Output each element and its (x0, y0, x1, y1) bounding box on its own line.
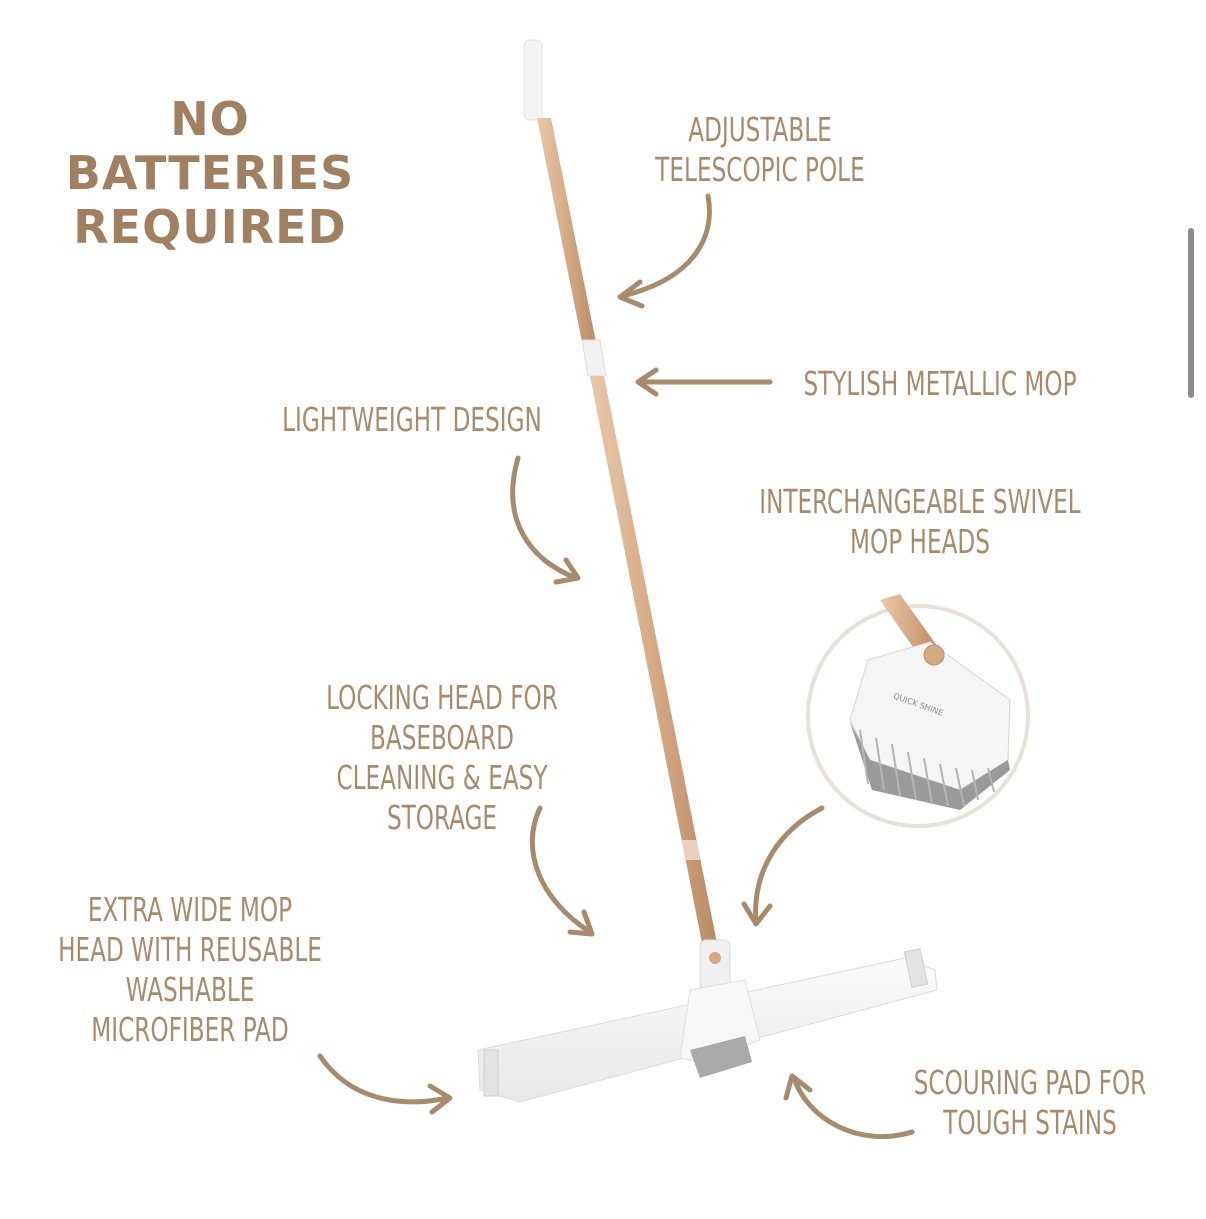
callout-locking-head: LOCKING HEAD FOR BASEBOARD CLEANING & EA… (309, 678, 574, 838)
headline-line: BATTERIES (65, 146, 355, 200)
headline-line: REQUIRED (73, 200, 347, 254)
callout-metallic-mop: STYLISH METALLIC MOP (788, 364, 1092, 404)
callout-line: SCOURING PAD FOR (913, 1063, 1147, 1102)
callout-lightweight: LIGHTWEIGHT DESIGN (264, 400, 560, 440)
arrow-wide (317, 1053, 451, 1105)
callout-line: CLEANING & EASY (336, 758, 548, 797)
no-batteries-headline: NO BATTERIES REQUIRED (40, 92, 380, 254)
callout-line: LIGHTWEIGHT DESIGN (282, 400, 542, 439)
callout-line: INTERCHANGEABLE SWIVEL (759, 482, 1081, 521)
callout-arrows (317, 193, 915, 1139)
headline-line: NO (170, 92, 250, 146)
scrollbar[interactable] (1188, 228, 1194, 398)
callout-swivel-heads: INTERCHANGEABLE SWIVEL MOP HEADS (748, 482, 1091, 562)
arrow-scouring (791, 1075, 915, 1139)
swivel-joint (699, 939, 731, 991)
callout-line: LOCKING HEAD FOR (326, 678, 558, 717)
callout-line: STORAGE (386, 798, 498, 837)
callout-scouring-pad: SCOURING PAD FOR TOUGH STAINS (897, 1063, 1162, 1143)
callout-line: BASEBOARD (369, 718, 515, 757)
callout-telescopic-pole: ADJUSTABLE TELESCOPIC POLE (635, 110, 885, 190)
arrow-lightweight (510, 455, 579, 581)
callout-line: ADJUSTABLE (688, 110, 832, 149)
callout-wide-mop-head: EXTRA WIDE MOP HEAD WITH REUSABLE WASHAB… (42, 890, 338, 1050)
callout-line: MOP HEADS (850, 522, 990, 561)
brush-head-inset (806, 594, 1030, 828)
callout-line: TELESCOPIC POLE (655, 150, 865, 189)
microfiber-mop-pad (477, 948, 938, 1103)
callout-line: WASHABLE (125, 970, 255, 1009)
callout-line: MICROFIBER PAD (91, 1010, 289, 1049)
scouring-pad (690, 1036, 752, 1078)
callout-line: HEAD WITH REUSABLE (58, 930, 322, 969)
arrow-swivel (753, 805, 825, 925)
telescopic-pole (537, 118, 718, 948)
arrow-locking (529, 805, 593, 935)
pole-cap (523, 39, 543, 121)
callout-line: EXTRA WIDE MOP (87, 890, 293, 929)
callout-line: TOUGH STAINS (943, 1103, 1117, 1142)
arrow-pole (619, 193, 712, 299)
callout-line: STYLISH METALLIC MOP (803, 364, 1077, 403)
arrow-pole-head (617, 279, 645, 309)
